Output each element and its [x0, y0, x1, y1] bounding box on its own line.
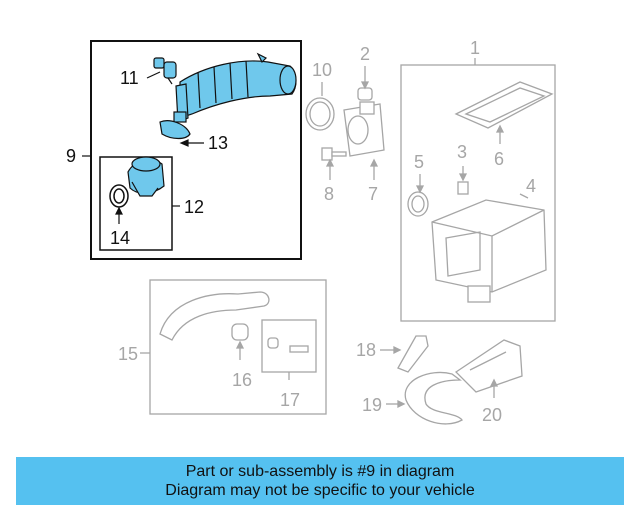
adapter-part-12[interactable]: [127, 156, 165, 197]
callout-12: 12: [184, 197, 204, 217]
hose-part-18[interactable]: [397, 335, 429, 373]
callout-1: 1: [470, 38, 480, 58]
callout-4: 4: [526, 176, 536, 196]
assembly-12-frame: [99, 156, 173, 251]
connector-part-11[interactable]: [153, 57, 177, 85]
callout-17: 17: [280, 390, 300, 410]
callout-18: 18: [356, 340, 376, 360]
callout-16: 16: [232, 370, 252, 390]
callout-3: 3: [457, 142, 467, 162]
fasteners-part-17[interactable]: [267, 337, 309, 353]
ring-part-14[interactable]: [109, 184, 129, 208]
callout-11: 11: [120, 68, 139, 88]
duct-part-20[interactable]: [454, 339, 523, 393]
callout-2: 2: [360, 44, 370, 64]
callout-5: 5: [414, 152, 424, 172]
bolt-part-3[interactable]: [457, 181, 469, 195]
airbox-assembly-1-frame: [400, 64, 556, 322]
grommet-part-16[interactable]: [231, 323, 249, 341]
hose-part-15[interactable]: [159, 291, 270, 341]
callout-15: 15: [118, 344, 138, 364]
sensor-part-7[interactable]: [343, 101, 385, 157]
hose-part-19[interactable]: [404, 371, 463, 425]
callout-20: 20: [482, 405, 502, 425]
callout-6: 6: [494, 149, 504, 169]
bolt-part-8[interactable]: [321, 147, 347, 161]
banner-line-1: Part or sub-assembly is #9 in diagram: [185, 463, 455, 480]
assembly-9-group[interactable]: 11 13 9 12 14: [66, 40, 302, 260]
callout-13: 13: [208, 133, 228, 153]
assembly-9-frame: [90, 40, 302, 260]
banner-line-2: Diagram may not be specific to your vehi…: [165, 482, 475, 499]
callout-9: 9: [66, 146, 76, 166]
assembly-15-frame: [149, 279, 327, 415]
callout-7: 7: [368, 184, 378, 204]
callout-19: 19: [362, 395, 382, 415]
ring-part-5[interactable]: [407, 191, 429, 217]
clamp-part-13[interactable]: [159, 120, 191, 140]
filter-part-6[interactable]: [454, 81, 554, 129]
grommet-part-2[interactable]: [357, 87, 373, 101]
clamp-part-10[interactable]: [305, 97, 335, 131]
callout-10: 10: [312, 60, 332, 80]
other-parts-group: [140, 58, 556, 425]
callout-8: 8: [324, 184, 334, 204]
airbox-part-4[interactable]: [431, 199, 547, 303]
info-banner: Part or sub-assembly is #9 in diagram Di…: [16, 457, 624, 505]
assembly-9-leaders: [82, 71, 204, 224]
callout-14: 14: [110, 228, 130, 248]
intake-duct-part[interactable]: [173, 52, 297, 123]
